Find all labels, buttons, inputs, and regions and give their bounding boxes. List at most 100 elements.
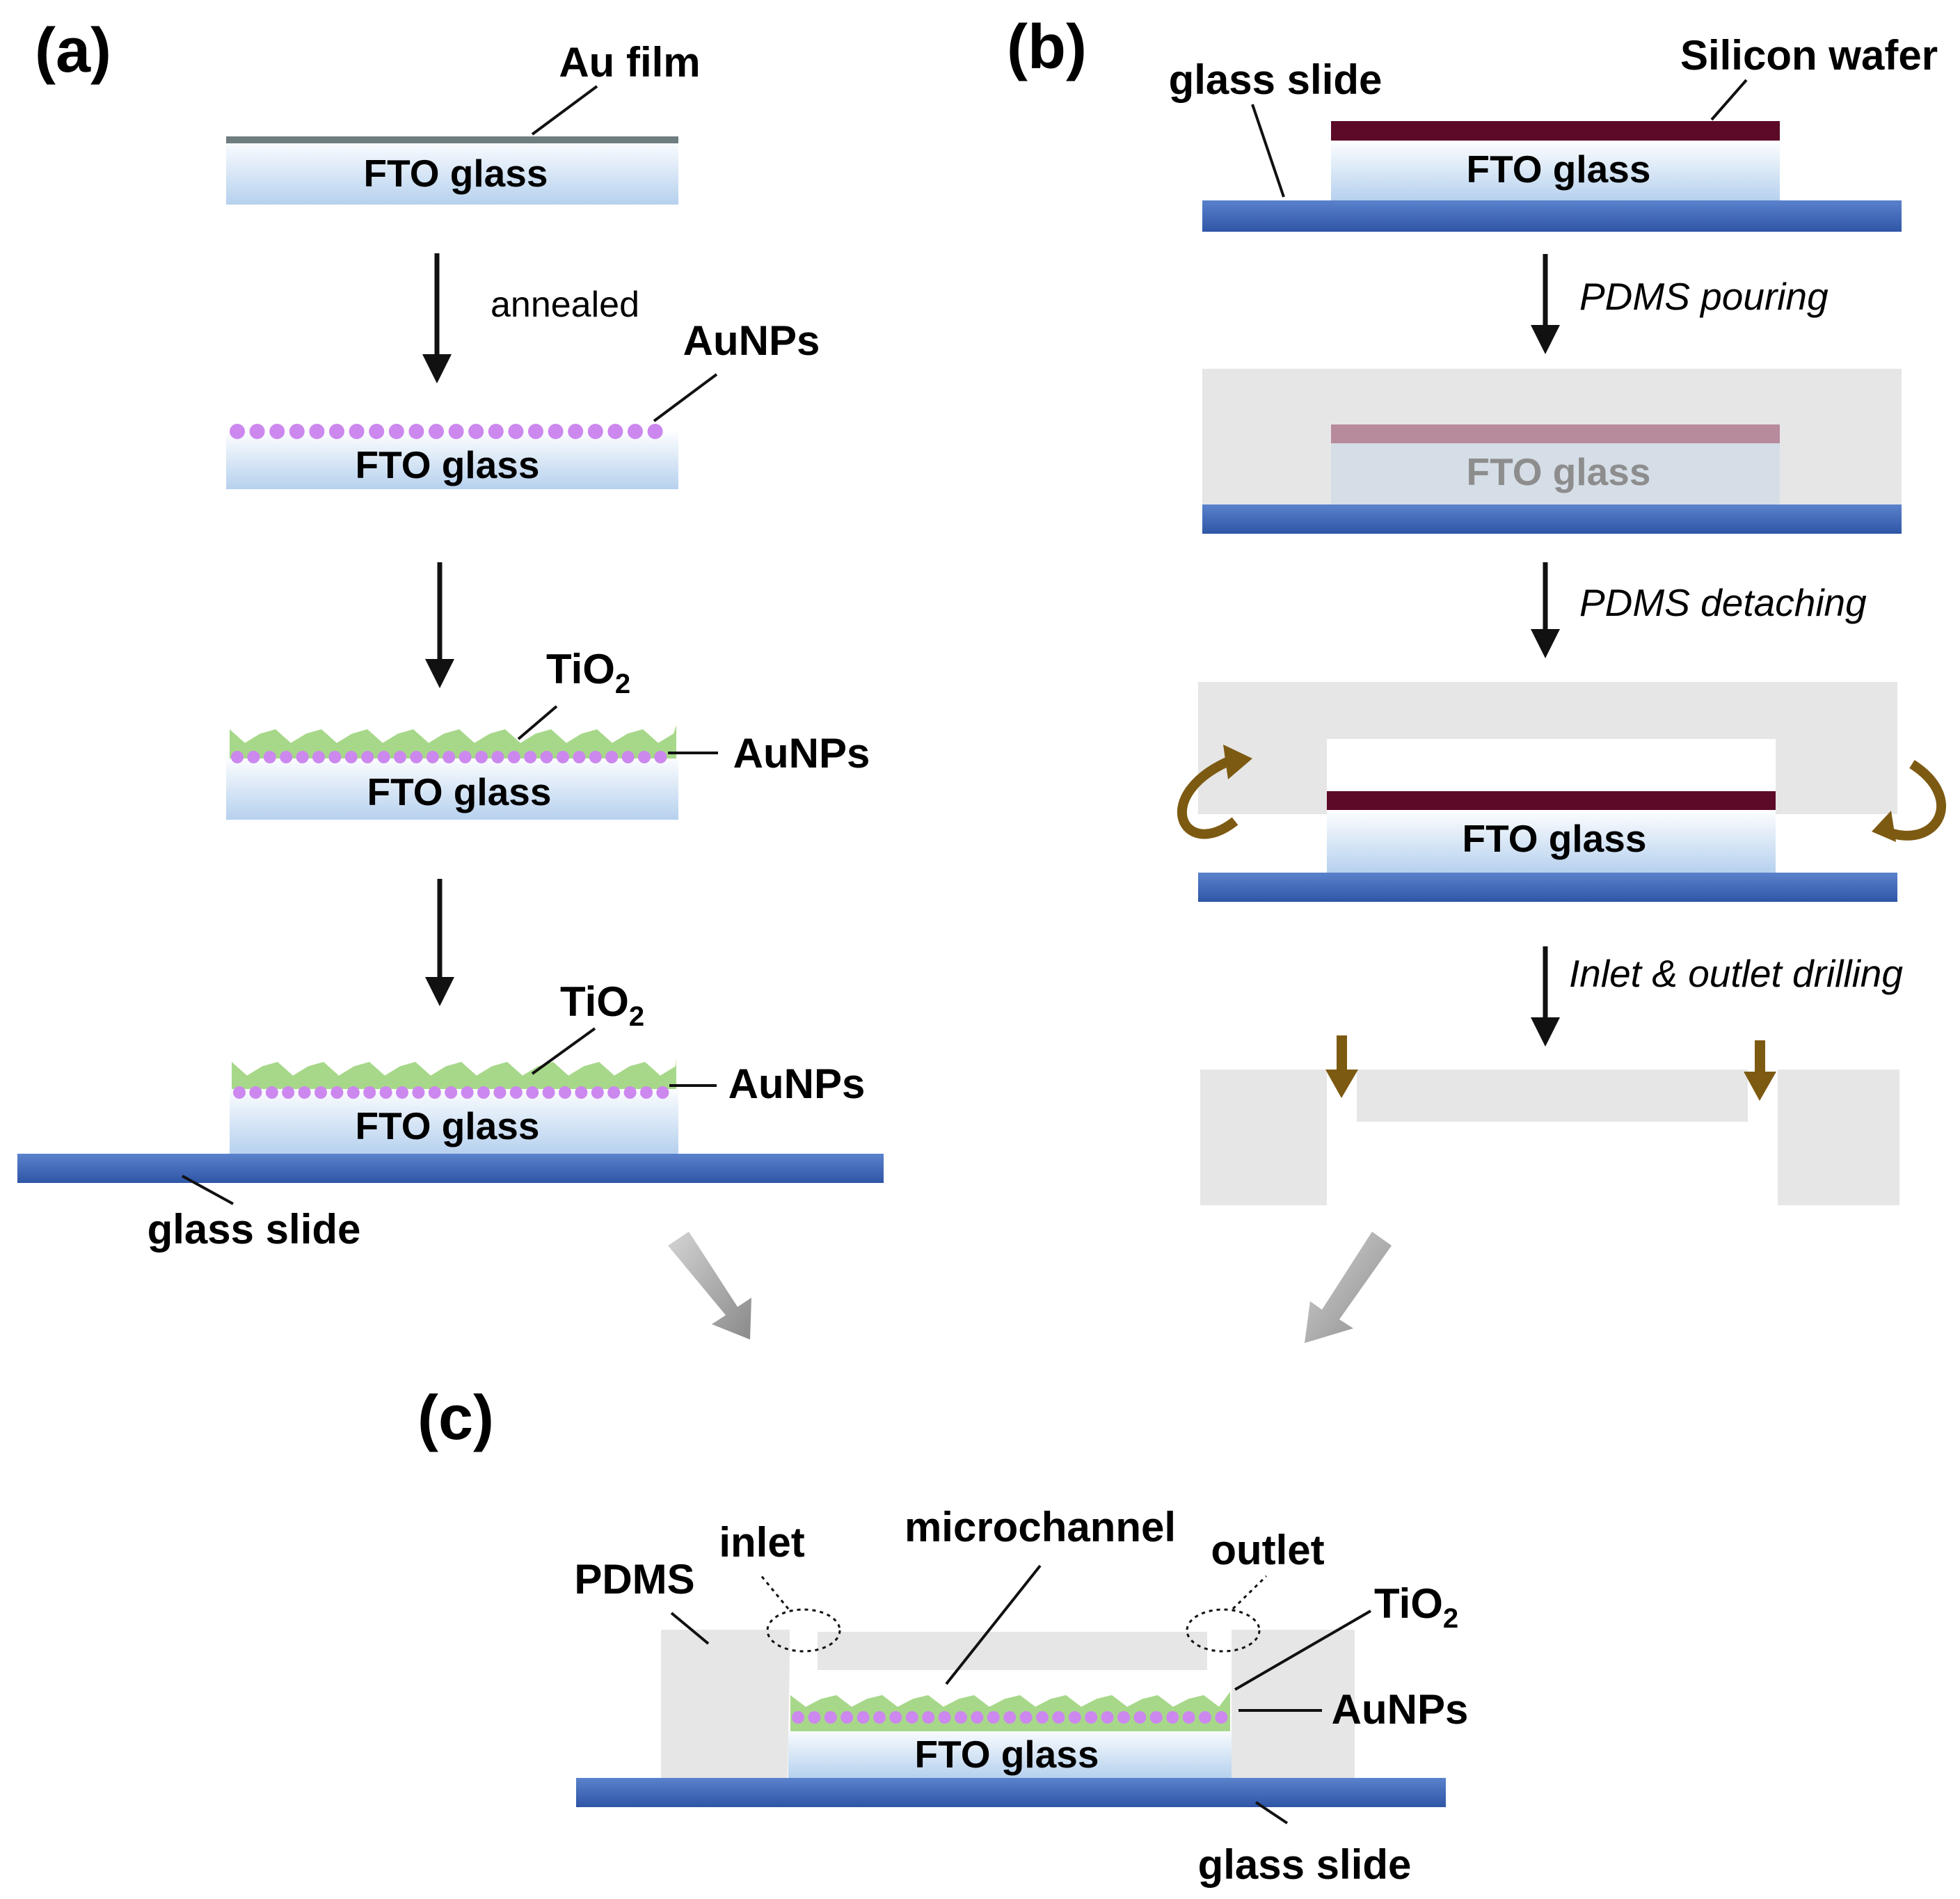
c-inlet-leader xyxy=(758,1573,790,1610)
b-step-drilling-label: Inlet & outlet drilling xyxy=(1569,952,1903,995)
aunp-particle xyxy=(808,1711,821,1724)
aunp-particle xyxy=(396,1086,408,1099)
a1-fto-glass-block xyxy=(226,138,678,205)
a4-tio2-leader xyxy=(531,1027,596,1075)
b3-silicon-wafer xyxy=(1327,791,1776,810)
aunp-particle xyxy=(346,1086,360,1099)
aunp-particle xyxy=(309,424,325,439)
aunp-particle xyxy=(280,751,293,763)
aunp-particle xyxy=(298,1086,311,1099)
a3-aunp-row xyxy=(231,751,667,763)
c-outlet-marker xyxy=(1186,1608,1261,1653)
aunp-particle xyxy=(475,751,488,763)
panel-c: (c) FTO glass inlet microchannel outlet … xyxy=(417,1383,1468,1888)
b4-pdms-left-post xyxy=(1200,1070,1327,1205)
aunp-particle xyxy=(1117,1711,1130,1724)
aunp-particle xyxy=(654,751,667,763)
aunp-particle xyxy=(231,751,244,763)
aunp-particle xyxy=(429,424,444,439)
b3-curved-arrow-left-icon xyxy=(1177,754,1238,839)
aunp-particle xyxy=(638,751,651,763)
aunp-particle xyxy=(369,424,385,439)
aunp-particle xyxy=(1101,1711,1114,1724)
aunp-particle xyxy=(905,1711,918,1724)
c-pdms-label: PDMS xyxy=(574,1556,694,1603)
c-glass-slide-label: glass slide xyxy=(1198,1841,1412,1888)
aunp-particle xyxy=(265,1086,278,1099)
aunp-particle xyxy=(1149,1711,1163,1724)
b-step-detaching-label: PDMS detaching xyxy=(1579,581,1867,624)
aunp-particle xyxy=(542,1086,555,1099)
aunp-particle xyxy=(575,1086,588,1099)
aunp-particle xyxy=(591,1086,604,1099)
b3-curved-arrow-right-icon xyxy=(1876,760,1946,841)
aunp-particle xyxy=(607,1086,621,1099)
a4-tio2-label: TiO2 xyxy=(560,978,644,1032)
b4-drill-arrow-right-icon xyxy=(1744,1040,1776,1101)
b1-glass-slide-label: glass slide xyxy=(1169,56,1383,103)
c-aunps-label: AuNPs xyxy=(1332,1686,1469,1733)
a2-aunps-label: AuNPs xyxy=(683,317,820,364)
aunp-particle xyxy=(1085,1711,1098,1724)
aunp-particle xyxy=(379,1086,392,1099)
aunp-particle xyxy=(607,424,623,439)
aunp-particle xyxy=(263,751,276,763)
b1-fto-glass-label: FTO glass xyxy=(1467,148,1651,191)
b4-drill-arrow-left-icon xyxy=(1325,1035,1358,1098)
aunp-particle xyxy=(889,1711,902,1724)
b-step1-wafer-stack: FTO glass glass slide Silicon wafer xyxy=(1169,32,1938,232)
c-inlet-label: inlet xyxy=(719,1519,804,1566)
panel-b: (b) FTO glass glass slide Silicon wafer … xyxy=(1007,13,1946,1205)
aunp-particle xyxy=(249,1086,262,1099)
aunp-particle xyxy=(314,1086,327,1099)
aunp-particle xyxy=(448,424,464,439)
aunp-particle xyxy=(394,751,406,763)
a1-au-film-layer xyxy=(226,136,678,143)
b2-silicon-wafer xyxy=(1331,424,1780,443)
aunp-particle xyxy=(412,1086,425,1099)
aunp-particle xyxy=(873,1711,886,1724)
aunp-particle xyxy=(443,751,456,763)
aunp-particle xyxy=(296,751,309,763)
c-fto-glass-label: FTO glass xyxy=(915,1733,1099,1776)
aunp-particle xyxy=(509,1086,523,1099)
aunp-particle xyxy=(938,1711,951,1724)
c-pdms-cover xyxy=(661,1630,1355,1778)
b1-fto-glass-block xyxy=(1331,139,1780,200)
c-microchannel-label: microchannel xyxy=(905,1504,1176,1550)
aunp-particle xyxy=(640,1086,653,1099)
aunp-particle xyxy=(247,751,260,763)
aunp-particle xyxy=(824,1711,837,1724)
aunp-particle xyxy=(459,751,472,763)
aunp-particle xyxy=(230,424,245,439)
a-step4-on-slide: FTO glass TiO2 AuNPs glass slide xyxy=(17,978,884,1253)
aunp-particle xyxy=(623,1086,637,1099)
aunp-particle xyxy=(656,1086,669,1099)
aunp-particle xyxy=(488,424,504,439)
aunp-particle xyxy=(282,1086,295,1099)
aunp-particle xyxy=(1199,1711,1211,1724)
b2-fto-glass-block xyxy=(1331,442,1780,504)
a3-fto-glass-block xyxy=(226,755,678,820)
b4-pdms-right-post xyxy=(1778,1070,1899,1205)
aunp-particle xyxy=(1215,1711,1228,1724)
aunp-particle xyxy=(269,424,285,439)
b3-pdms-mold xyxy=(1198,682,1897,814)
panel-a: (a) FTO glass Au film annealed FTO glass… xyxy=(17,16,884,1253)
b3-curved-arrow-left-head-icon xyxy=(1223,745,1252,779)
a4-tio2-layer xyxy=(232,1058,676,1089)
aunp-particle xyxy=(461,1086,474,1099)
aunp-particle xyxy=(328,751,342,763)
b1-silicon-wafer-label: Silicon wafer xyxy=(1680,32,1938,79)
aunp-particle xyxy=(526,1086,539,1099)
aunp-particle xyxy=(1003,1711,1017,1724)
a2-aunps-leader xyxy=(653,373,718,422)
b1-glass-slide xyxy=(1202,200,1902,232)
a4-aunp-row xyxy=(233,1086,669,1099)
aunp-particle xyxy=(1036,1711,1049,1724)
c-outlet-label: outlet xyxy=(1211,1527,1324,1573)
a1-au-film-label: Au film xyxy=(559,39,700,86)
aunp-particle xyxy=(587,424,603,439)
aunp-particle xyxy=(361,751,374,763)
b1-silicon-wafer-leader xyxy=(1710,79,1748,121)
